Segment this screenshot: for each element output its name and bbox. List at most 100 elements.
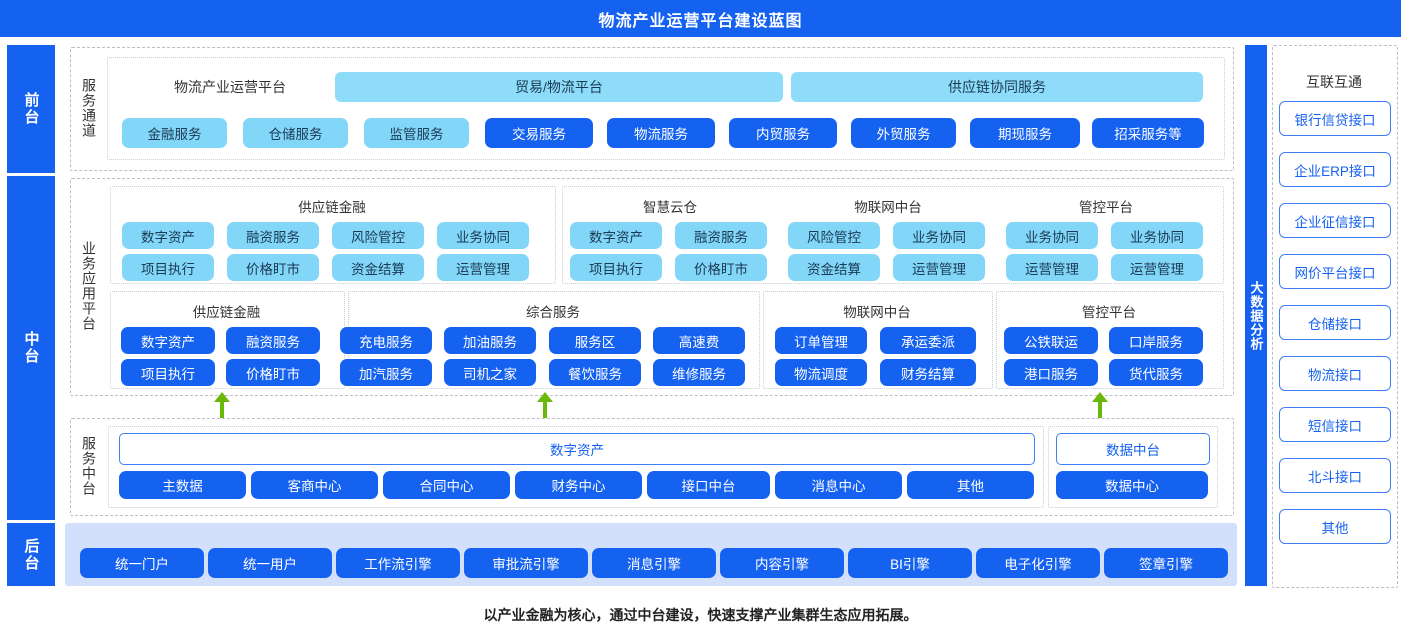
bp-blue-item-价格盯市[interactable]: 价格盯市 — [226, 359, 320, 386]
rail-front-stage: 前台 — [7, 45, 55, 173]
interface-企业ERP接口[interactable]: 企业ERP接口 — [1279, 152, 1391, 187]
engine-内容引擎[interactable]: 内容引擎 — [720, 548, 844, 578]
business-platform-side-label: 业务应用平台 — [81, 241, 97, 331]
bp-blue-item-加汽服务[interactable]: 加汽服务 — [340, 359, 432, 386]
bp-light-item-价格盯市[interactable]: 价格盯市 — [227, 254, 319, 281]
bp-blue-item-高速费[interactable]: 高速费 — [653, 327, 745, 354]
service-item-接口中台[interactable]: 接口中台 — [647, 471, 770, 499]
front-band-trade-logistics: 贸易/物流平台 — [335, 72, 783, 102]
bp-blue-item-订单管理[interactable]: 订单管理 — [775, 327, 867, 354]
bp-blue-item-物流调度[interactable]: 物流调度 — [775, 359, 867, 386]
bp-light-title-smart-cloud-warehouse: 智慧云仓 — [643, 200, 697, 215]
front-service-外贸服务[interactable]: 外贸服务 — [851, 118, 956, 148]
bp-light-item-数字资产[interactable]: 数字资产 — [122, 222, 214, 249]
bp-blue-item-加油服务[interactable]: 加油服务 — [444, 327, 536, 354]
data-item-数据中心[interactable]: 数据中心 — [1056, 471, 1208, 499]
bp-blue-title-supply-chain-finance: 供应链金融 — [192, 305, 261, 320]
rail-middle-stage: 中台 — [7, 176, 55, 520]
bp-light-item-物联网-风险管控[interactable]: 风险管控 — [788, 222, 880, 249]
interface-仓储接口[interactable]: 仓储接口 — [1279, 305, 1391, 340]
page-title-text: 物流产业运营平台建设蓝图 — [598, 12, 803, 30]
engine-消息引擎[interactable]: 消息引擎 — [592, 548, 716, 578]
engine-电子化引擎[interactable]: 电子化引擎 — [976, 548, 1100, 578]
bp-blue-item-项目执行[interactable]: 项目执行 — [121, 359, 215, 386]
data-banner-数据中台[interactable]: 数据中台 — [1056, 433, 1210, 465]
page-title: 物流产业运营平台建设蓝图 — [0, 0, 1401, 37]
interfaces-title: 互联互通 — [1306, 74, 1362, 90]
bp-light-title-supply-chain-finance: 供应链金融 — [298, 200, 366, 215]
bp-blue-title-control-platform: 管控平台 — [1082, 305, 1136, 320]
front-band-supply-chain: 供应链协同服务 — [791, 72, 1203, 102]
bp-blue-item-服务区[interactable]: 服务区 — [549, 327, 641, 354]
bp-light-item-管控-运营管理-2[interactable]: 运营管理 — [1111, 254, 1203, 281]
bp-light-item-智慧云仓-融资服务[interactable]: 融资服务 — [675, 222, 767, 249]
service-item-财务中心[interactable]: 财务中心 — [515, 471, 642, 499]
interface-网价平台接口[interactable]: 网价平台接口 — [1279, 254, 1391, 289]
bp-light-item-管控-业务协同-2[interactable]: 业务协同 — [1111, 222, 1203, 249]
bp-blue-item-口岸服务[interactable]: 口岸服务 — [1109, 327, 1203, 354]
front-service-仓储服务[interactable]: 仓储服务 — [243, 118, 348, 148]
engine-BI引擎[interactable]: BI引擎 — [848, 548, 972, 578]
bp-blue-item-充电服务[interactable]: 充电服务 — [340, 327, 432, 354]
front-service-监管服务[interactable]: 监管服务 — [364, 118, 469, 148]
service-item-客商中心[interactable]: 客商中心 — [251, 471, 378, 499]
bp-light-item-管控-业务协同-1[interactable]: 业务协同 — [1006, 222, 1098, 249]
interface-其他[interactable]: 其他 — [1279, 509, 1391, 544]
bp-blue-item-维修服务[interactable]: 维修服务 — [653, 359, 745, 386]
bp-blue-item-货代服务[interactable]: 货代服务 — [1109, 359, 1203, 386]
bp-light-item-管控-运营管理-1[interactable]: 运营管理 — [1006, 254, 1098, 281]
service-banner-digital-assets[interactable]: 数字资产 — [119, 433, 1035, 465]
front-stage-side-label: 服务通道 — [81, 78, 97, 138]
bp-blue-item-公铁联运[interactable]: 公铁联运 — [1004, 327, 1098, 354]
bp-blue-item-融资服务[interactable]: 融资服务 — [226, 327, 320, 354]
front-service-期现服务[interactable]: 期现服务 — [970, 118, 1080, 148]
interface-物流接口[interactable]: 物流接口 — [1279, 356, 1391, 391]
bp-light-item-资金结算[interactable]: 资金结算 — [332, 254, 424, 281]
rail-back-stage: 后台 — [7, 523, 55, 586]
bp-blue-item-财务结算[interactable]: 财务结算 — [880, 359, 976, 386]
bp-blue-item-餐饮服务[interactable]: 餐饮服务 — [549, 359, 641, 386]
bp-blue-item-数字资产[interactable]: 数字资产 — [121, 327, 215, 354]
bp-light-item-物联网-资金结算[interactable]: 资金结算 — [788, 254, 880, 281]
front-service-内贸服务[interactable]: 内贸服务 — [729, 118, 837, 148]
service-item-消息中心[interactable]: 消息中心 — [775, 471, 902, 499]
engine-工作流引擎[interactable]: 工作流引擎 — [336, 548, 460, 578]
interface-短信接口[interactable]: 短信接口 — [1279, 407, 1391, 442]
bp-blue-item-港口服务[interactable]: 港口服务 — [1004, 359, 1098, 386]
bp-blue-item-司机之家[interactable]: 司机之家 — [444, 359, 536, 386]
bp-light-item-智慧云仓-项目执行[interactable]: 项目执行 — [570, 254, 662, 281]
bp-light-item-智慧云仓-价格盯市[interactable]: 价格盯市 — [675, 254, 767, 281]
bp-light-item-项目执行[interactable]: 项目执行 — [122, 254, 214, 281]
interface-北斗接口[interactable]: 北斗接口 — [1279, 458, 1391, 493]
bp-light-item-风险管控[interactable]: 风险管控 — [332, 222, 424, 249]
bp-light-item-智慧云仓-数字资产[interactable]: 数字资产 — [570, 222, 662, 249]
bp-light-item-物联网-业务协同[interactable]: 业务协同 — [893, 222, 985, 249]
bp-light-item-物联网-运营管理[interactable]: 运营管理 — [893, 254, 985, 281]
front-service-物流服务[interactable]: 物流服务 — [607, 118, 715, 148]
bp-blue-title-iot-midplatform: 物联网中台 — [843, 305, 911, 320]
front-service-金融服务[interactable]: 金融服务 — [122, 118, 227, 148]
service-item-主数据[interactable]: 主数据 — [119, 471, 246, 499]
service-item-其他[interactable]: 其他 — [907, 471, 1034, 499]
service-item-合同中心[interactable]: 合同中心 — [383, 471, 510, 499]
engine-统一用户[interactable]: 统一用户 — [208, 548, 332, 578]
engine-统一门户[interactable]: 统一门户 — [80, 548, 204, 578]
rail-big-data-analysis: 大数据分析 — [1245, 45, 1267, 586]
interface-银行信贷接口[interactable]: 银行信贷接口 — [1279, 101, 1391, 136]
bp-blue-item-承运委派[interactable]: 承运委派 — [880, 327, 976, 354]
bp-blue-title-comprehensive-services: 综合服务 — [526, 305, 580, 320]
bp-light-item-运营管理[interactable]: 运营管理 — [437, 254, 529, 281]
front-platform-label: 物流产业运营平台 — [174, 79, 286, 95]
footer-note: 以产业金融为核心，通过中台建设，快速支撑产业集群生态应用拓展。 — [0, 600, 1401, 630]
bp-light-item-业务协同[interactable]: 业务协同 — [437, 222, 529, 249]
interface-企业征信接口[interactable]: 企业征信接口 — [1279, 203, 1391, 238]
engine-审批流引擎[interactable]: 审批流引擎 — [464, 548, 588, 578]
engine-签章引擎[interactable]: 签章引擎 — [1104, 548, 1228, 578]
footer-note-text: 以产业金融为核心，通过中台建设，快速支撑产业集群生态应用拓展。 — [483, 607, 918, 623]
front-service-招采服务等[interactable]: 招采服务等 — [1092, 118, 1204, 148]
service-platform-side-label: 服务中台 — [81, 436, 97, 496]
bp-light-title-control-platform: 管控平台 — [1079, 200, 1133, 215]
bp-light-item-融资服务[interactable]: 融资服务 — [227, 222, 319, 249]
bp-light-title-iot-midplatform: 物联网中台 — [854, 200, 922, 215]
front-service-交易服务[interactable]: 交易服务 — [485, 118, 593, 148]
